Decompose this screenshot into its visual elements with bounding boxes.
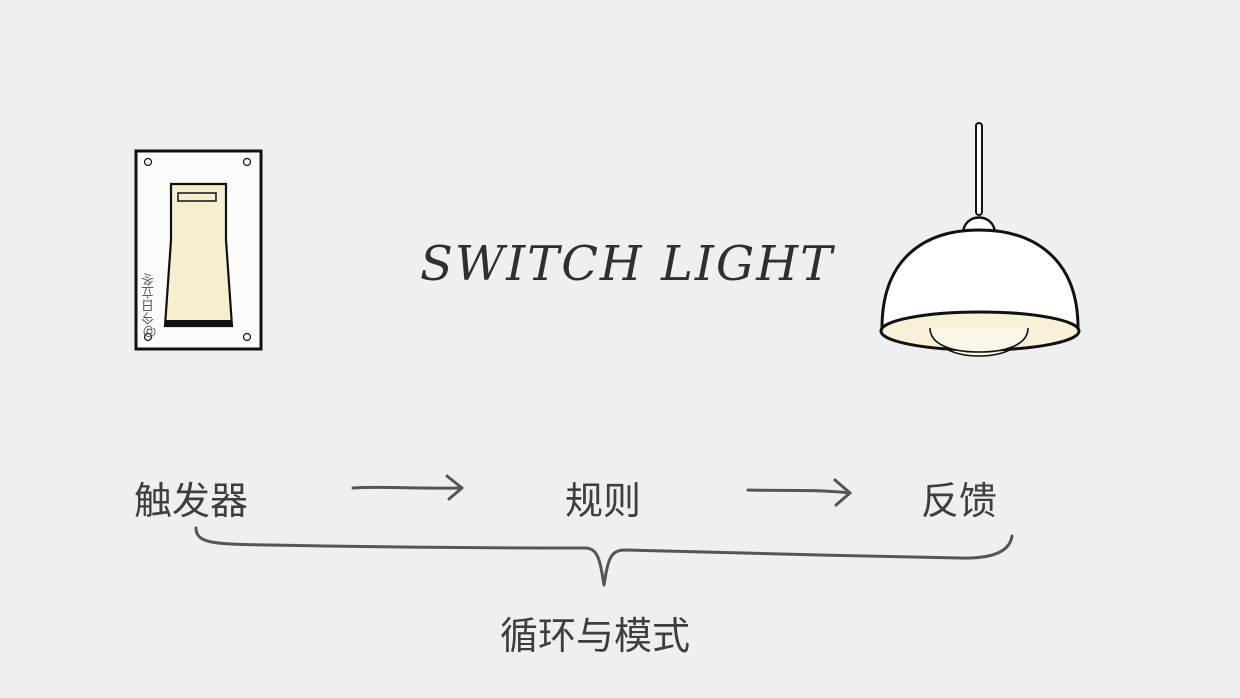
- curly-brace-icon: [194, 526, 1014, 587]
- arrow-right-icon: [746, 478, 852, 507]
- feedback-label: 反馈: [921, 479, 998, 523]
- pendant-lamp-icon: [879, 122, 1081, 357]
- trigger-label: 触发器: [134, 479, 249, 523]
- loop-mode-label: 循环与模式: [500, 614, 691, 658]
- light-switch-icon: [134, 149, 263, 351]
- rule-label: 规则: [565, 479, 642, 523]
- arrow-right-icon: [351, 474, 464, 501]
- diagram-title: SWITCH LIGHT: [420, 236, 835, 292]
- watermark-text: @今日立冬: [142, 273, 157, 338]
